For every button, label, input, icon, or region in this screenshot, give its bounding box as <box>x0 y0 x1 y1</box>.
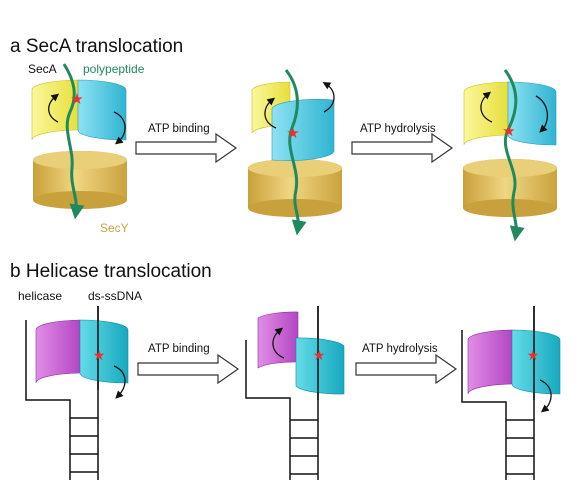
secy-cylinder <box>33 151 127 209</box>
panel-b-title: b Helicase translocation <box>10 261 212 282</box>
star-marker: ★ <box>527 348 540 364</box>
helicase-stage-2: ★ <box>245 306 345 480</box>
helicase-magenta-half <box>257 311 299 369</box>
helicase-magenta-half <box>467 329 513 395</box>
rotation-arrow-left <box>264 97 277 129</box>
rotation-arrow-left <box>48 93 60 123</box>
polypeptide-label: polypeptide <box>83 62 145 76</box>
polypeptide-chain <box>62 63 85 220</box>
arrow-atp-hydrolysis-a <box>351 132 454 164</box>
helicase-stage-3: ★ <box>461 306 561 480</box>
polypeptide-chain <box>284 69 307 236</box>
star-marker: ★ <box>70 90 83 108</box>
seca-cyan-half <box>271 99 335 161</box>
polypeptide-chain <box>503 69 525 242</box>
star-marker: ★ <box>286 124 299 142</box>
helicase-magenta-half <box>35 319 81 384</box>
rotation-arrow-right <box>535 95 548 133</box>
seca-stage-1: ★ <box>31 63 127 220</box>
rotation-arrow-right <box>322 81 335 113</box>
rotation-arrow <box>272 327 285 359</box>
dna-label: ds-ssDNA <box>88 289 142 303</box>
seca-stage-2: ★ <box>248 69 342 236</box>
seca-stage-3: ★ <box>463 69 557 242</box>
arrow-atp-hydrolysis-b <box>355 353 458 385</box>
arrow-atp-binding-b <box>137 353 240 385</box>
seca-cyan-half <box>77 79 127 141</box>
secy-cylinder <box>463 159 557 217</box>
star-marker: ★ <box>93 348 106 364</box>
rotation-arrow <box>113 365 126 399</box>
arrow-label-atp-hydrolysis-a: ATP hydrolysis <box>360 123 436 135</box>
arrow-atp-binding-a <box>135 132 238 164</box>
helicase-cyan-half <box>511 329 561 395</box>
rotation-arrow-left <box>480 91 493 123</box>
rotation-arrow <box>539 379 552 413</box>
arrow-label-atp-binding-b: ATP binding <box>148 343 210 355</box>
helicase-cyan-half <box>295 337 345 395</box>
seca-label: SecA <box>28 62 57 76</box>
secy-label: SecY <box>100 221 129 235</box>
arrow-label-atp-hydrolysis-b: ATP hydrolysis <box>362 343 438 355</box>
rotation-arrow-right <box>113 111 126 145</box>
helicase-label: helicase <box>18 289 62 303</box>
panel-a-title: a SecA translocation <box>10 36 183 57</box>
star-marker: ★ <box>502 122 515 140</box>
arrow-label-atp-binding-a: ATP binding <box>148 123 210 135</box>
helicase-stage-1: ★ <box>25 306 129 480</box>
star-marker: ★ <box>313 348 326 364</box>
